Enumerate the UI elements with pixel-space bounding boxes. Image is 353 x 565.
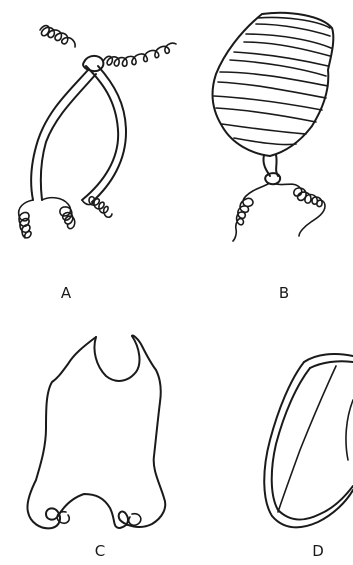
panel-d-top-edge [304,354,353,368]
panel-d-right-edge [346,400,353,460]
panel-a-coil-bottom-left [19,200,33,238]
panel-b-band-5 [214,96,322,122]
label-b: B [279,284,289,302]
label-d: D [312,542,324,560]
panel-a-strand-right-inner [92,66,126,202]
label-a: A [61,284,72,302]
panel-c-curl-right [129,514,141,526]
panel-c-outline [27,335,165,528]
panel-a [19,26,176,238]
panel-c [27,335,165,528]
label-c: C [95,542,105,560]
panel-b-band-4 [218,72,328,98]
panel-a-coil-bottom-middle [42,198,75,229]
panel-b-band-2 [244,34,331,56]
panel-d [264,354,353,527]
panel-c-horn-inner [94,336,139,381]
panel-a-coil-top-right [104,43,176,66]
panel-d-outline-outer [264,362,353,527]
panel-b [213,13,334,241]
panel-a-coil-top-left [40,26,75,47]
panel-b-coil-bottom-left [233,184,268,241]
panel-c-curl-left [57,512,69,524]
panel-b-coil-bottom-right [276,184,325,236]
panel-d-groove [278,366,336,512]
panel-a-coil-bottom-right [82,197,112,218]
panel-a-strand-left-outer [31,70,88,200]
panel-b-knot [265,173,280,184]
